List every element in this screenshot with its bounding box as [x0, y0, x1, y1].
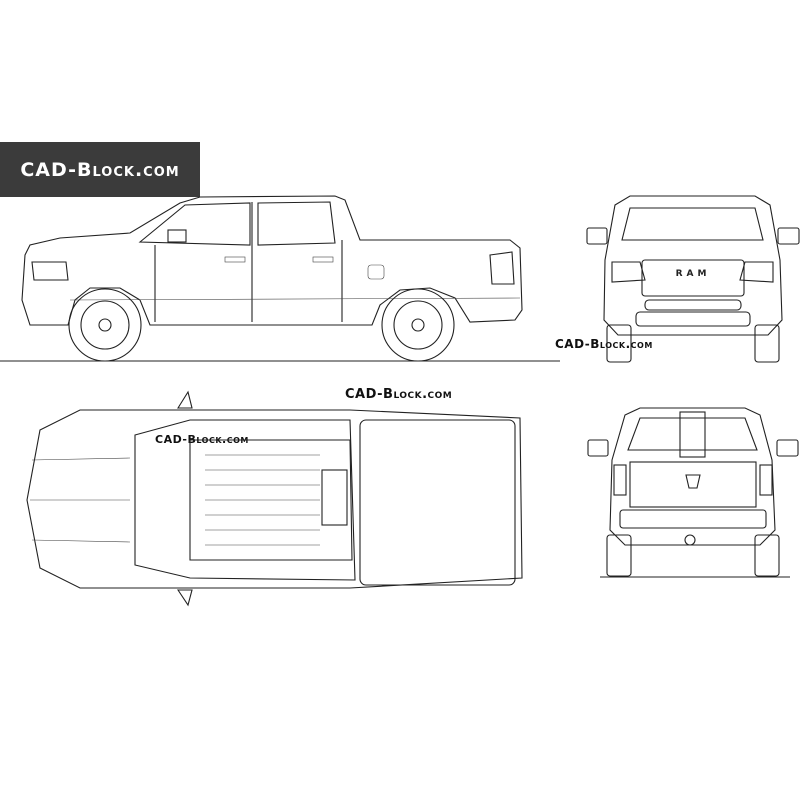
rear-rack	[679, 411, 706, 458]
right-mirror	[777, 227, 800, 245]
top-mirror-left	[177, 390, 193, 409]
left-tire	[606, 324, 632, 363]
cab-roof	[134, 419, 356, 581]
front-view: RAM	[586, 195, 800, 363]
site-banner: CAD-Block.com	[0, 142, 200, 197]
headlight	[31, 261, 69, 281]
watermark-front-view: CAD-Block.com	[555, 337, 653, 351]
grille	[641, 259, 745, 297]
rear-window	[257, 201, 336, 246]
right-tire	[754, 324, 780, 363]
top-mirror-right	[176, 589, 193, 607]
sunroof	[321, 469, 348, 526]
top-view	[26, 390, 523, 607]
rear-window	[627, 417, 758, 451]
front-window	[138, 202, 251, 246]
mirror	[167, 229, 187, 243]
side-view	[0, 195, 560, 362]
watermark-above-top-view: CAD-Block.com	[345, 387, 453, 402]
truck-bed	[359, 419, 516, 586]
tail-light	[489, 251, 515, 285]
rear-bumper	[619, 509, 767, 529]
grille-logo-text: RAM	[676, 269, 711, 279]
ram-badge	[685, 474, 701, 489]
rear-wheel	[381, 288, 455, 362]
rear-view	[587, 407, 799, 578]
front-wheel	[68, 288, 142, 362]
banner-text: CAD-Block.com	[20, 158, 180, 181]
windshield	[621, 207, 764, 241]
tailgate	[629, 461, 757, 508]
left-mirror	[586, 227, 608, 245]
